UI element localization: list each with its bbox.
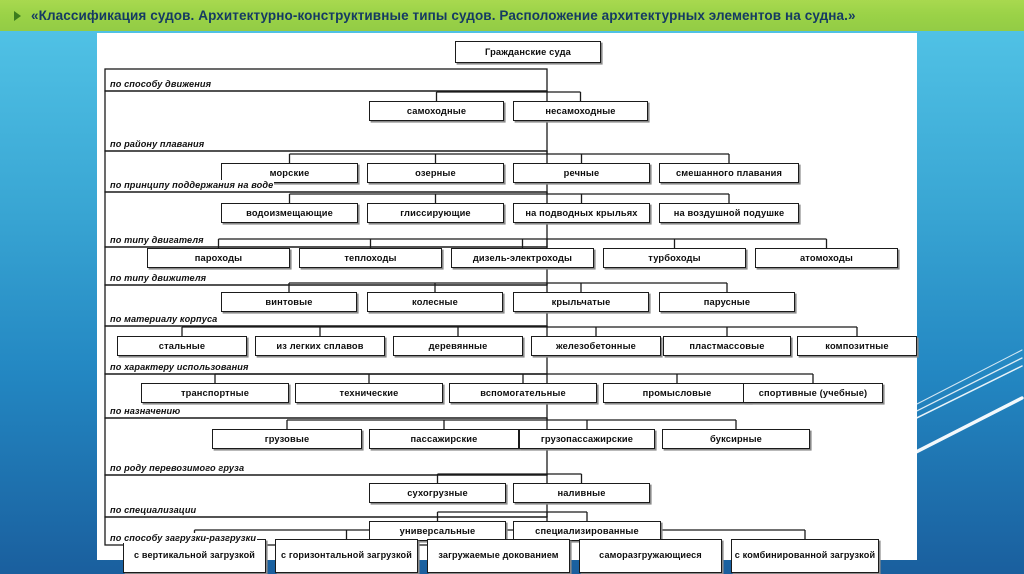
criterion-label: по специализации: [109, 505, 198, 515]
diagram-node: технические: [295, 383, 443, 403]
diagram-node: пароходы: [147, 248, 290, 268]
criterion-label: по назначению: [109, 406, 182, 416]
diagram-node: крыльчатые: [513, 292, 649, 312]
diagram-node: универсальные: [369, 521, 506, 541]
criterion-label: по району плавания: [109, 139, 206, 149]
diagram-node: винтовые: [221, 292, 357, 312]
diagram-node: турбоходы: [603, 248, 746, 268]
diagram-node: буксирные: [662, 429, 810, 449]
criterion-label: по характеру использования: [109, 362, 250, 372]
diagram-node: композитные: [797, 336, 917, 356]
diagram-node: загружаемые докованием: [427, 539, 570, 573]
triangle-right-icon: [14, 10, 21, 21]
diagram-node: с комбинированной загрузкой: [731, 539, 879, 573]
criterion-label: по типу движителя: [109, 273, 208, 283]
diagram-node: речные: [513, 163, 650, 183]
diagram-node: озерные: [367, 163, 504, 183]
criterion-label: по роду перевозимого груза: [109, 463, 246, 473]
diagram-node: глиссирующие: [367, 203, 504, 223]
diagram-node: транспортные: [141, 383, 289, 403]
diagram-node: деревянные: [393, 336, 523, 356]
diagram-node: наливные: [513, 483, 650, 503]
slide-title-bar: «Классификация судов. Архитектурно-конст…: [0, 0, 1024, 31]
diagram-node: железобетонные: [531, 336, 661, 356]
diagram-node: водоизмещающие: [221, 203, 358, 223]
diagram-node: колесные: [367, 292, 503, 312]
diagram-node: с горизонтальной загрузкой: [275, 539, 418, 573]
criterion-label: по материалу корпуса: [109, 314, 219, 324]
diagram-node: парусные: [659, 292, 795, 312]
diagram-node: промысловые: [603, 383, 751, 403]
diagram-node: саморазгружающиеся: [579, 539, 722, 573]
criterion-label: по способу движения: [109, 79, 213, 89]
diagram-node: вспомогательные: [449, 383, 597, 403]
diagram-node: стальные: [117, 336, 247, 356]
diagram-panel: Гражданские суда самоходные несамоходные по…: [97, 33, 917, 573]
diagram-node: специализированные: [513, 521, 661, 541]
diagram-node: спортивные (учебные): [743, 383, 883, 403]
diagram-node: грузовые: [212, 429, 362, 449]
page-title: «Классификация судов. Архитектурно-конст…: [31, 8, 856, 23]
criterion-label: по типу двигателя: [109, 235, 205, 245]
diagram-node: на подводных крыльях: [513, 203, 650, 223]
diagram-node: пассажирские: [369, 429, 519, 449]
diagram-node: самоходные: [369, 101, 504, 121]
diagram-root-node: Гражданские суда: [455, 41, 601, 63]
criterion-label: по способу загрузки-разгрузки: [109, 533, 258, 543]
diagram-node: несамоходные: [513, 101, 648, 121]
diagram-node: пластмассовые: [663, 336, 791, 356]
diagram-node: грузопассажирские: [519, 429, 655, 449]
diagram-node: морские: [221, 163, 358, 183]
diagram-node: дизель-электроходы: [451, 248, 594, 268]
criterion-label: по принципу поддержания на воде: [109, 180, 275, 190]
diagram-node: смешанного плавания: [659, 163, 799, 183]
diagram-node: с вертикальной загрузкой: [123, 539, 266, 573]
diagram-node: атомоходы: [755, 248, 898, 268]
diagram-node: сухогрузные: [369, 483, 506, 503]
diagram-node: теплоходы: [299, 248, 442, 268]
diagram-node: из легких сплавов: [255, 336, 385, 356]
diagram-node: на воздушной подушке: [659, 203, 799, 223]
